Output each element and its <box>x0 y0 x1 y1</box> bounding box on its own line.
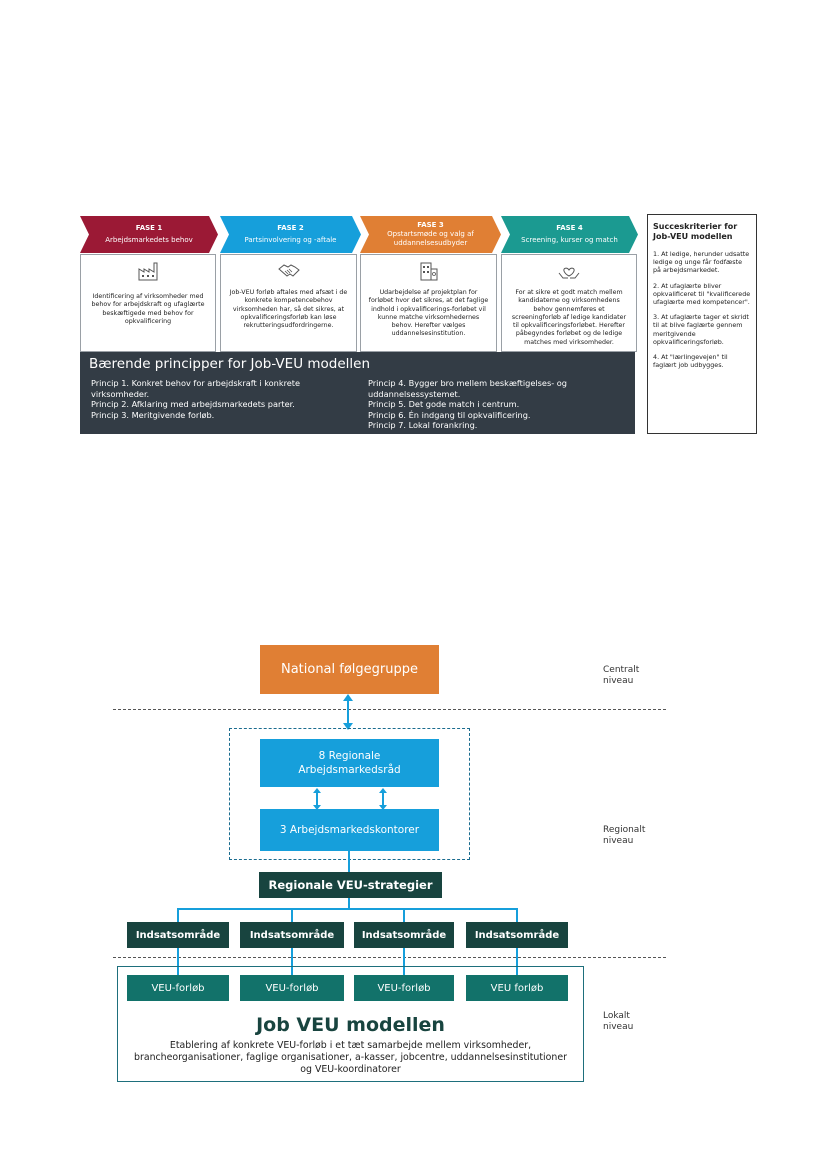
focus-area-box: Indsatsområde <box>127 922 229 948</box>
success-item: 2. At ufaglærte bliver opkvalificeret ti… <box>653 281 751 307</box>
double-arrow-icon <box>343 694 353 730</box>
principle-6: Princip 6. Én indgang til opkvalificerin… <box>368 409 531 420</box>
focus-area-label: Indsatsområde <box>135 929 221 941</box>
principle-5: Princip 5. Det gode match i centrum. <box>368 399 520 409</box>
connector-line <box>403 948 405 976</box>
national-group-box: National følgegruppe <box>260 645 439 694</box>
divider-local <box>113 957 666 958</box>
strategies-label: Regionale VEU-strategier <box>268 878 433 892</box>
building-icon <box>420 262 437 281</box>
phase-3-subtitle: Opstartsmøde og valg af uddannelsesudbyd… <box>387 230 474 247</box>
phase-2-header: FASE 2 Partsinvolvering og -aftale <box>220 216 361 253</box>
success-criteria-box: Succeskriterier for Job-VEU modellen 1. … <box>647 214 757 434</box>
phase-2-subtitle: Partsinvolvering og -aftale <box>244 236 337 244</box>
phase-4-header: FASE 4 Screening, kurser og match <box>501 216 638 253</box>
phase-3-box: Udarbejdelse af projektplan for forløbet… <box>360 254 497 352</box>
phase-4-box: For at sikre et godt match mellem kandid… <box>501 254 637 352</box>
veu-course-label: VEU-forløb <box>151 982 205 994</box>
phase-1-title: FASE 1 <box>135 224 163 232</box>
phase-3-title: FASE 3 <box>417 221 444 229</box>
focus-area-box: Indsatsområde <box>240 922 344 948</box>
level-regional-label: Regionalt niveau <box>603 825 646 846</box>
national-group-label: National følgegruppe <box>280 662 419 677</box>
veu-course-box: VEU-forløb <box>354 975 454 1001</box>
connector-line <box>516 908 518 923</box>
success-item: 4. At "lærlingevejen" til faglært job ud… <box>653 353 728 370</box>
veu-course-label: VEU forløb <box>490 982 544 994</box>
principles-left-list: Princip 1. Konkret behov for arbejdskraf… <box>91 378 341 420</box>
offices-label: 3 Arbejdsmarkedskontorer <box>279 824 420 836</box>
principle-7: Princip 7. Lokal forankring. <box>368 420 478 430</box>
phase-2-text: Job-VEU forløb aftales med afsæt i de ko… <box>229 289 348 330</box>
strategies-box: Regionale VEU-strategier <box>259 872 442 898</box>
job-veu-model-container <box>117 966 584 1082</box>
focus-area-label: Indsatsområde <box>474 929 560 941</box>
focus-area-label: Indsatsområde <box>361 929 447 941</box>
phase-4-subtitle: Screening, kurser og match <box>521 236 618 244</box>
connector-line <box>177 908 179 923</box>
veu-course-box: VEU forløb <box>466 975 568 1001</box>
phase-1-box: Identificering af virksomheder med behov… <box>80 254 216 352</box>
connector-line <box>177 908 518 910</box>
factory-icon <box>138 262 158 281</box>
veu-course-box: VEU-forløb <box>127 975 229 1001</box>
principles-panel: Bærende principper for Job-VEU modellen … <box>80 352 635 434</box>
principles-right-list: Princip 4. Bygger bro mellem beskæftigel… <box>368 378 598 431</box>
principle-2: Princip 2. Afklaring med arbejdsmarkedet… <box>91 399 295 409</box>
level-local-label: Lokalt niveau <box>603 1011 634 1032</box>
principle-1: Princip 1. Konkret behov for arbejdskraf… <box>91 378 301 399</box>
job-veu-model-title: Job VEU modellen <box>256 1014 445 1036</box>
hands-heart-icon <box>558 267 580 279</box>
phase-2-title: FASE 2 <box>277 224 304 232</box>
success-item: 3. At ufaglærte tager et skridt til at b… <box>653 313 749 346</box>
connector-line <box>516 948 518 976</box>
phase-1-subtitle: Arbejdsmarkedets behov <box>105 236 193 244</box>
phase-4-title: FASE 4 <box>556 224 583 232</box>
level-central-label: Centralt niveau <box>603 665 640 686</box>
focus-area-box: Indsatsområde <box>466 922 568 948</box>
focus-area-box: Indsatsområde <box>354 922 454 948</box>
phase-1-header: FASE 1 Arbejdsmarkedets behov <box>80 216 218 253</box>
phase-4-text: For at sikre et godt match mellem kandid… <box>511 289 627 346</box>
offices-box: 3 Arbejdsmarkedskontorer <box>260 809 439 851</box>
regional-councils-box: 8 Regionale Arbejdsmarkedsråd <box>260 739 439 787</box>
success-item: 1. At ledige, herunder udsatte ledige og… <box>653 250 750 275</box>
connector-line <box>403 908 405 923</box>
phase-2-box: Job-VEU forløb aftales med afsæt i de ko… <box>220 254 357 352</box>
connector-line <box>348 851 350 873</box>
connector-line <box>291 908 293 923</box>
connector-line <box>348 898 350 909</box>
success-title: Succeskriterier for Job-VEU modellen <box>653 222 738 241</box>
principles-title: Bærende principper for Job-VEU modellen <box>89 356 371 372</box>
phase-3-header: FASE 3 Opstartsmøde og valg af uddannels… <box>360 216 501 253</box>
phase-3-text: Udarbejdelse af projektplan for forløbet… <box>368 289 489 338</box>
veu-course-label: VEU-forløb <box>377 982 431 994</box>
double-arrow-icon <box>379 788 387 810</box>
principle-4: Princip 4. Bygger bro mellem beskæftigel… <box>368 378 567 399</box>
connector-line <box>177 948 179 976</box>
connector-line <box>291 948 293 976</box>
handshake-icon <box>277 264 300 277</box>
focus-area-label: Indsatsområde <box>249 929 335 941</box>
phase-1-text: Identificering af virksomheder med behov… <box>91 293 205 325</box>
divider-central <box>113 709 666 710</box>
double-arrow-icon <box>313 788 321 810</box>
regional-councils-label: 8 Regionale Arbejdsmarkedsråd <box>298 750 401 776</box>
veu-course-box: VEU-forløb <box>240 975 344 1001</box>
job-veu-model-text: Etablering af konkrete VEU-forløb i et t… <box>134 1040 567 1075</box>
principle-3: Princip 3. Meritgivende forløb. <box>91 409 215 420</box>
veu-course-label: VEU-forløb <box>265 982 319 994</box>
